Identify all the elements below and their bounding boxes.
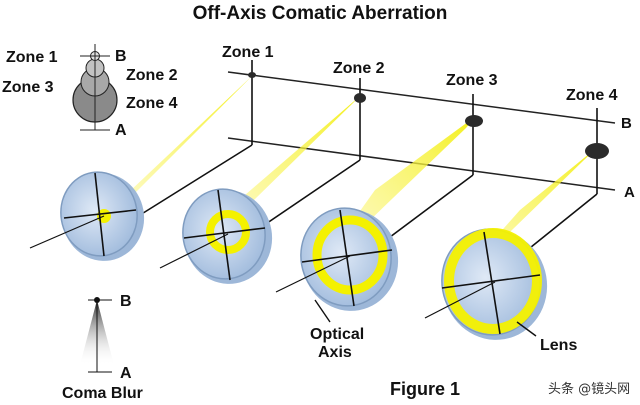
coma-blur-legend: B A Coma Blur (62, 293, 143, 402)
lens-label: Lens (540, 337, 577, 354)
beam-label-zone-4: Zone 4 (566, 87, 618, 104)
beam-label-zone-2: Zone 2 (333, 60, 385, 77)
image-line-b-label: B (621, 115, 632, 132)
legend-point-b: B (115, 48, 127, 65)
legend-point-a: A (115, 122, 127, 139)
optical-axis-label-line1: Optical (310, 326, 364, 343)
lens-1 (29, 171, 145, 261)
zone-legend: Zone 1 Zone 3 Zone 2 Zone 4 B A (2, 44, 178, 139)
watermark: 头条 @镜头网 (548, 381, 630, 397)
figure-label: Figure 1 (390, 379, 460, 399)
lens-3 (275, 207, 399, 311)
coma-blur-point-a: A (120, 365, 132, 382)
spot-zone-4 (585, 143, 609, 159)
legend-zone-1-label: Zone 1 (6, 49, 58, 66)
beam-label-zone-1: Zone 1 (222, 44, 274, 61)
beam-zone-1 (98, 76, 252, 230)
focal-spots (248, 72, 609, 159)
optical-axis-label-line2: Axis (318, 344, 352, 361)
lens-4 (424, 228, 548, 340)
lens-2 (159, 188, 273, 284)
coma-blur-label: Coma Blur (62, 385, 143, 402)
image-line-a-label: A (624, 184, 635, 201)
spot-zone-2 (354, 93, 366, 103)
beam-label-zone-3: Zone 3 (446, 72, 498, 89)
lens-pointer (516, 321, 537, 337)
optical-axis-pointer (314, 299, 331, 323)
spot-zone-3 (465, 115, 483, 127)
rod-2 (253, 159, 361, 233)
legend-zone-3-label: Zone 3 (2, 79, 54, 96)
legend-zone-2-label: Zone 2 (126, 67, 178, 84)
legend-zone-4-label: Zone 4 (126, 95, 178, 112)
rod-1 (139, 144, 253, 216)
image-line-b (227, 71, 616, 124)
coma-blur-point-b: B (120, 293, 132, 310)
spot-zone-1 (248, 72, 256, 78)
page-title: Off-Axis Comatic Aberration (193, 3, 448, 24)
